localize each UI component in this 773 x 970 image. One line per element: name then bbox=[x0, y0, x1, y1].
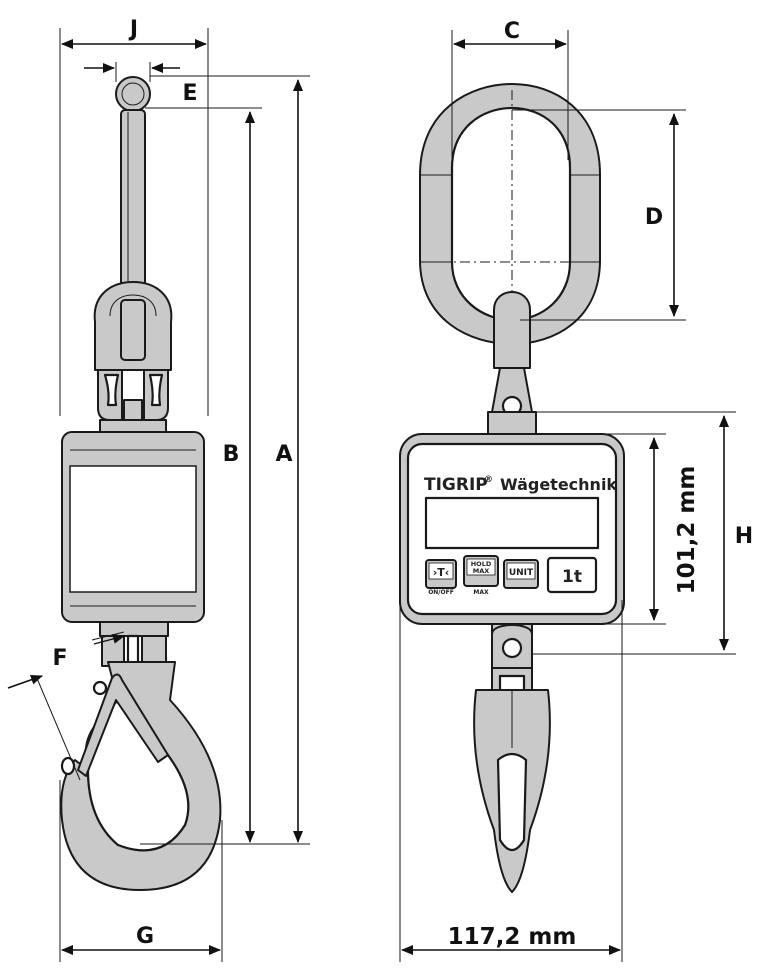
label-j: J bbox=[128, 17, 138, 42]
brand-name: TIGRIP bbox=[424, 475, 488, 495]
oval-shackle bbox=[419, 83, 601, 345]
swivel-head bbox=[93, 281, 173, 433]
hold-max-button: HOLD MAX MAX bbox=[463, 555, 499, 596]
capacity-plate: 1t bbox=[546, 556, 598, 594]
hold-max-label-1: HOLD bbox=[471, 560, 492, 568]
scale-body-side bbox=[61, 431, 205, 623]
label-g: G bbox=[136, 924, 154, 949]
lcd-window bbox=[424, 496, 600, 550]
hold-max-label-2: MAX bbox=[473, 567, 490, 575]
hook-front bbox=[473, 689, 551, 893]
hook-side bbox=[60, 661, 222, 891]
registered-mark: ® bbox=[484, 475, 493, 485]
label-a: A bbox=[275, 442, 292, 467]
label-e: E bbox=[182, 81, 197, 106]
front-view: TIGRIP ® Wägetechnik ›T‹ ON/OFF HOLD MAX… bbox=[399, 30, 736, 962]
unit-button: UNIT bbox=[503, 559, 539, 589]
dimension-lines-side bbox=[7, 28, 310, 962]
tare-button: ›T‹ ON/OFF bbox=[425, 559, 457, 596]
label-c: C bbox=[504, 19, 520, 44]
label-height-mm: 101,2 mm bbox=[674, 466, 700, 595]
company-name: Wägetechnik bbox=[500, 475, 617, 494]
label-b: B bbox=[223, 442, 240, 467]
label-width-mm: 117,2 mm bbox=[448, 924, 577, 950]
tare-button-sub: ON/OFF bbox=[428, 589, 454, 596]
shackle-pin bbox=[115, 76, 151, 112]
label-f: F bbox=[52, 646, 67, 671]
unit-button-label: UNIT bbox=[509, 568, 534, 578]
label-d: D bbox=[645, 205, 663, 230]
dimension-lines-front bbox=[399, 30, 736, 962]
bottom-link bbox=[491, 623, 533, 701]
label-h: H bbox=[735, 524, 753, 549]
scale-body-front: TIGRIP ® Wägetechnik ›T‹ ON/OFF HOLD MAX… bbox=[399, 433, 625, 625]
lower-swivel bbox=[99, 621, 169, 676]
tare-button-label: ›T‹ bbox=[433, 566, 450, 579]
top-link bbox=[487, 291, 537, 435]
hold-max-sub: MAX bbox=[473, 589, 489, 596]
capacity-label: 1t bbox=[562, 567, 582, 587]
side-view bbox=[7, 28, 310, 962]
